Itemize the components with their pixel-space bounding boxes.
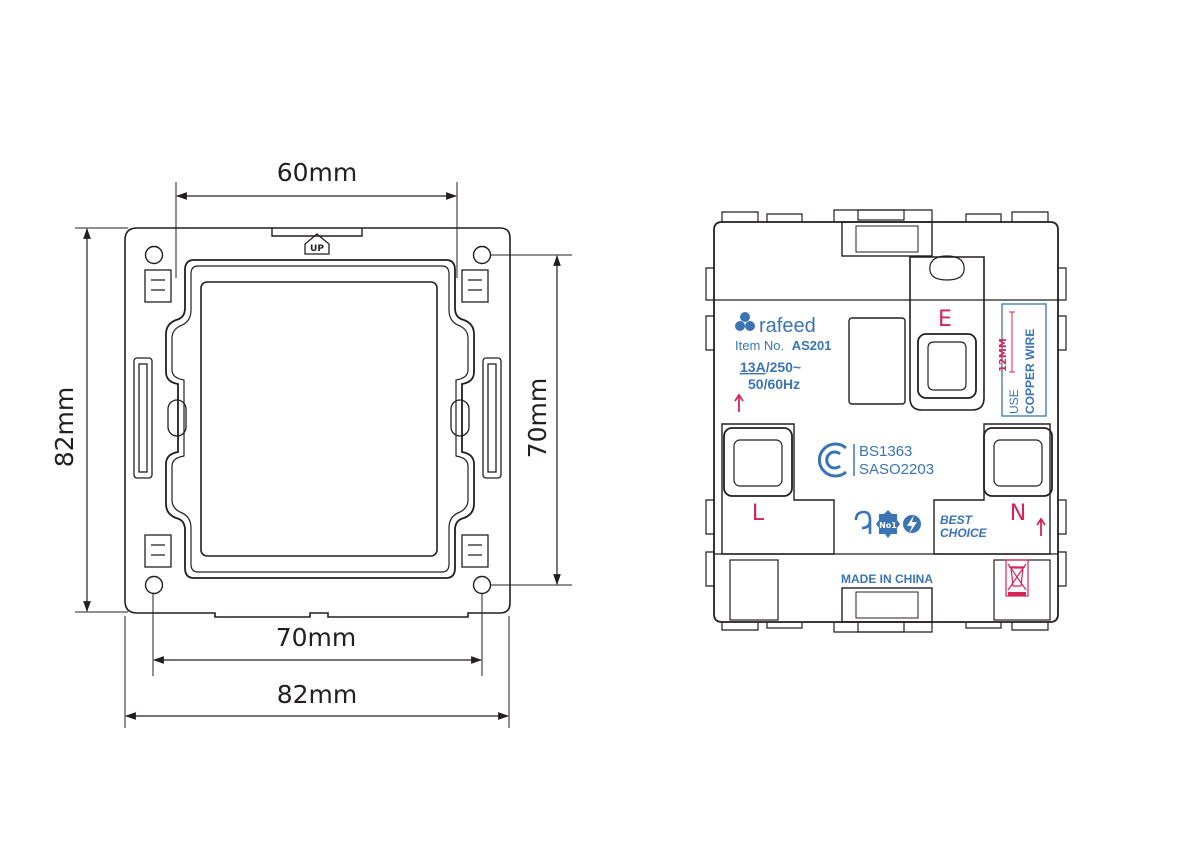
dim-label-left: 82mm [50, 387, 79, 468]
dimension-left-82mm: 82mm [50, 227, 128, 613]
item-number: AS201 [792, 338, 832, 353]
svg-text:Item No. AS201: Item No. AS201 [735, 338, 832, 353]
up-marking-badge: UP [304, 233, 330, 255]
test-window [848, 317, 906, 405]
choice-label: CHOICE [940, 526, 988, 540]
terminal-live-label: L [752, 501, 765, 526]
best-label: BEST [940, 513, 974, 527]
mounting-frame-view: UP 60mm 82mm 70mm 70mm [50, 158, 572, 728]
no1-badge-icon [876, 510, 900, 538]
slot-right [450, 399, 470, 437]
up-badge-label: UP [310, 244, 324, 254]
bottom-tabs [721, 621, 1049, 633]
slot-left [167, 399, 187, 437]
rafeed-logo-icon [735, 312, 755, 331]
live-terminal-hole [723, 427, 793, 497]
wire-length-label: 12MM [998, 338, 1009, 372]
q-mark-icon [854, 510, 872, 534]
dim-label-bottom-inner: 70mm [276, 623, 357, 652]
dimension-right-70mm: 70mm [490, 254, 572, 586]
wire-copper-label: COPPER WIRE [1023, 329, 1037, 414]
up-arrow-icon [1036, 517, 1046, 536]
screw-hole-bottom-right [472, 575, 492, 595]
quality-icons: No1 [854, 510, 921, 538]
socket-body-outline [713, 221, 1059, 623]
side-tabs [705, 267, 1067, 587]
screw-hole-bottom-left [144, 575, 164, 595]
mounting-plate-outline [124, 227, 511, 618]
dim-label-right: 70mm [523, 378, 552, 459]
rating-voltage: /250~ [766, 359, 801, 375]
earth-terminal-housing [909, 256, 985, 411]
screw-hole-top-left [144, 245, 164, 265]
dim-label-bottom-outer: 82mm [277, 680, 358, 709]
lightning-icon [907, 515, 917, 534]
terminal-earth-label: E [938, 307, 952, 332]
side-rails [133, 357, 502, 479]
bottom-clip-pocket [841, 587, 933, 623]
rating-ampere: 13A [740, 359, 766, 375]
top-tabs [721, 209, 1049, 222]
copper-wire-notice: USE COPPER WIRE 12MM [998, 303, 1047, 417]
certification-mark-icon [817, 442, 847, 478]
standard-bs: BS1363 [859, 443, 912, 460]
module-window [200, 281, 438, 557]
earth-hole [917, 333, 977, 399]
weee-recycle-bin-icon [1005, 559, 1029, 597]
neutral-terminal-hole [983, 427, 1053, 497]
standard-saso: SASO2203 [859, 461, 934, 478]
terminal-neutral-label: N [1010, 501, 1026, 526]
no1-label: No1 [879, 521, 897, 530]
strip-length-indicator [1009, 311, 1015, 373]
wire-use-label: USE [1007, 389, 1021, 414]
made-in-label: MADE IN CHINA [841, 572, 933, 586]
corner-clips [144, 269, 489, 568]
dimension-top-60mm: 60mm [175, 158, 458, 278]
dimension-bottom-82mm: 82mm [124, 616, 510, 728]
item-number-prefix: Item No. [735, 338, 784, 353]
dim-label-top: 60mm [277, 158, 358, 187]
top-clip-pocket [841, 221, 933, 257]
up-arrow-icon [734, 393, 744, 412]
socket-module-view: rafeed Item No. AS201 13A/250~ 50/60Hz E… [705, 209, 1067, 633]
screw-hole-top-right [472, 245, 492, 265]
svg-text:13A/250~: 13A/250~ [740, 359, 801, 375]
rating-frequency: 50/60Hz [748, 376, 800, 392]
central-opening-outer [165, 259, 475, 579]
brand-name: rafeed [759, 315, 816, 337]
dimension-bottom-70mm: 70mm [152, 594, 483, 676]
